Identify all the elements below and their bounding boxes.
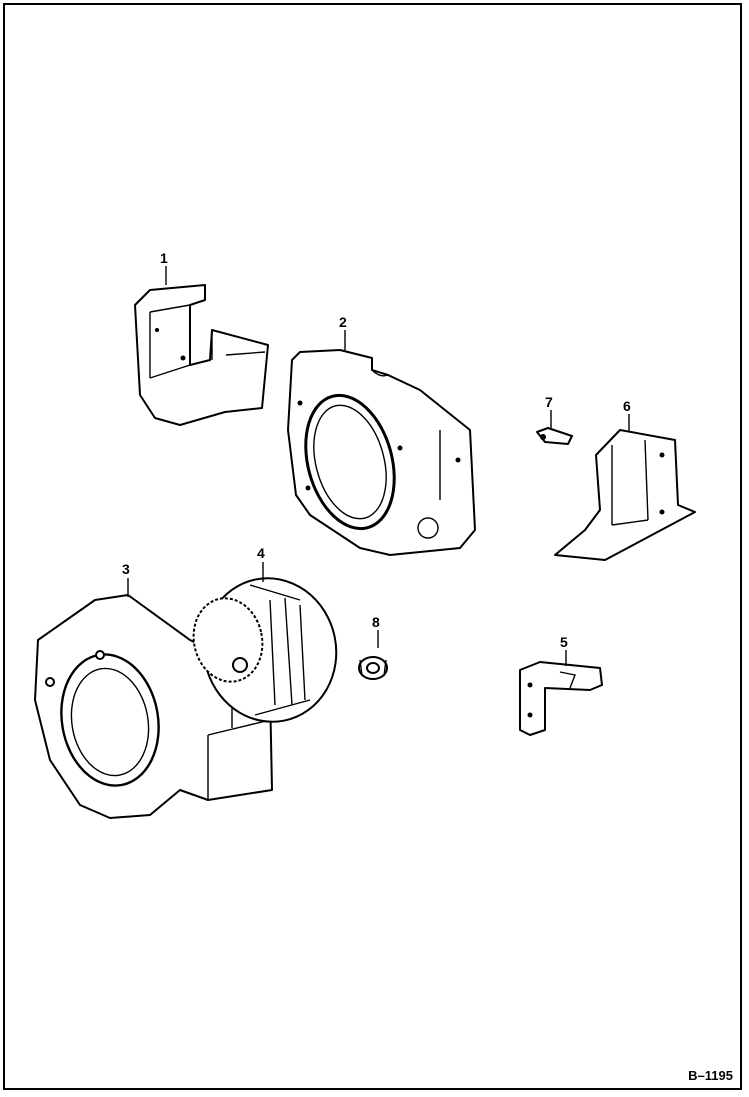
callout-1: 1 <box>160 250 168 266</box>
callout-4: 4 <box>257 545 265 561</box>
part-7-clip <box>536 427 573 445</box>
part-8-bushing <box>358 656 388 680</box>
callout-8: 8 <box>372 614 380 630</box>
part-5-bracket <box>519 661 603 736</box>
part-6-duct-outlet <box>554 429 696 561</box>
part-4-blower-wheel <box>192 577 338 723</box>
callout-7: 7 <box>545 394 553 410</box>
part-2-blower-cover <box>287 349 476 556</box>
callout-6: 6 <box>623 398 631 414</box>
page-border <box>3 3 742 1090</box>
figure-id: B–1195 <box>688 1068 733 1083</box>
callout-2: 2 <box>339 314 347 330</box>
part-1-duct-elbow <box>134 284 269 426</box>
callout-3: 3 <box>122 561 130 577</box>
leader-lines <box>127 266 630 666</box>
callout-5: 5 <box>560 634 568 650</box>
